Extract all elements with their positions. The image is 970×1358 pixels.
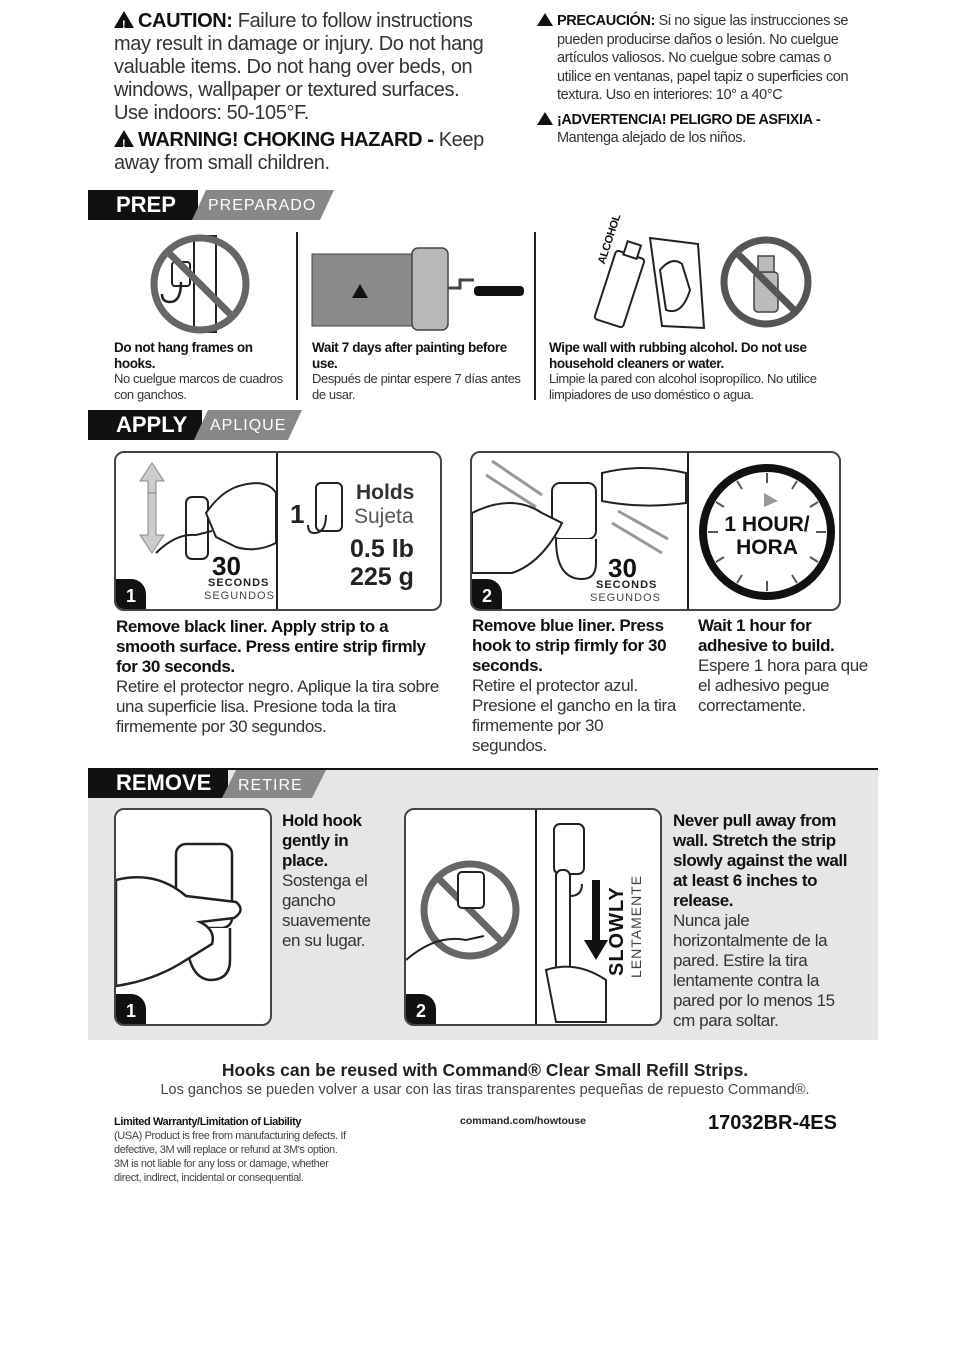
caution-english: CAUTION: Failure to follow instructions … — [114, 10, 514, 175]
warning-triangle-icon — [537, 13, 553, 26]
hook-icon — [307, 482, 343, 535]
remove-step1-en: Hold hook gently in place. — [282, 811, 362, 870]
prep-caption-2: Wait 7 days after painting before use. D… — [312, 340, 524, 402]
warning-triangle-icon — [114, 130, 134, 156]
step-number: 1 — [116, 579, 146, 609]
strip-count: 1 — [290, 499, 305, 529]
hold-hook-illustration — [116, 842, 242, 988]
step-number: 2 — [472, 579, 502, 609]
prep-caption-en: Wait 7 days after painting before use. — [312, 340, 507, 371]
reuse-english: Hooks can be reused with Command® Clear … — [221, 1060, 749, 1080]
apply-wait-es: Espere 1 hora para que el adhesivo pegue… — [698, 656, 868, 715]
apply-step2-panel: 30 SECONDS SEGUNDOS 2 1 HOUR/ HORA — [470, 451, 841, 611]
advertencia-heading: ¡ADVERTENCIA! PELIGRO DE ASFIXIA - — [557, 111, 821, 128]
weight-g: 225 g — [350, 563, 414, 591]
prep-caption-en: Do not hang frames on hooks. — [114, 340, 253, 371]
precaucion-heading: PRECAUCIÓN: — [557, 13, 655, 29]
remove-title: REMOVE — [116, 770, 212, 795]
warning-text: Keep away from small children. — [114, 129, 484, 174]
divider — [534, 232, 536, 400]
apply-step1-text: Remove black liner. Apply strip to a smo… — [116, 617, 446, 737]
remove-step1-panel: 1 — [114, 808, 272, 1026]
prep-caption-es: Después de pintar espere 7 días antes de… — [312, 371, 521, 402]
remove-top-rule — [88, 768, 878, 770]
remove-header: REMOVE — [88, 768, 228, 798]
step-number: 1 — [116, 994, 146, 1024]
prep-subtitle: PREPARADO — [192, 190, 334, 220]
stretch-strip-illustration — [406, 810, 608, 1024]
remove-step1-text: Hold hook gently in place. Sostenga el g… — [282, 811, 392, 951]
seconds-label-es: SEGUNDOS — [204, 590, 275, 602]
seconds-label-en: SECONDS — [596, 579, 658, 591]
apply-step2-en: Remove blue liner. Press hook to strip f… — [472, 616, 667, 675]
seconds-label-en: SECONDS — [208, 577, 270, 589]
website-url: command.com/howtouse — [460, 1115, 587, 1127]
prep-caption-es: No cuelgue marcos de cuadros con ganchos… — [114, 371, 283, 402]
warning-triangle-icon — [537, 111, 553, 125]
apply-wait-text: Wait 1 hour for adhesive to build. Esper… — [698, 616, 873, 716]
seconds-number: 30 — [608, 553, 637, 583]
holds-es: Sujeta — [354, 505, 414, 528]
seconds-label-es: SEGUNDOS — [590, 592, 661, 604]
apply-wait-en: Wait 1 hour for adhesive to build. — [698, 616, 835, 655]
caution-heading: CAUTION: — [138, 10, 233, 32]
slowly-en: SLOWLY — [606, 886, 628, 976]
slowly-es: LENTAMENTE — [628, 874, 644, 978]
precaucion-text: Si no sigue las instrucciones se pueden … — [557, 13, 849, 103]
clock-icon — [699, 464, 835, 600]
advertencia-paragraph: ¡ADVERTENCIA! PELIGRO DE ASFIXIA - Mante… — [537, 111, 867, 148]
clock-line1: 1 HOUR/ — [724, 513, 810, 536]
step-number: 2 — [406, 994, 436, 1024]
apply-step2-es: Retire el protector azul. Presione el ga… — [472, 676, 676, 755]
press-strip-illustration — [139, 453, 278, 609]
caution-indoor: Use indoors: 50-105°F. — [114, 102, 309, 124]
prep-header: PREP — [88, 190, 198, 220]
warning-heading: WARNING! CHOKING HAZARD - — [138, 129, 434, 151]
product-code: 17032BR-4ES — [708, 1112, 837, 1134]
warning-triangle-icon — [114, 11, 134, 37]
prep-caption-en: Wipe wall with rubbing alcohol. Do not u… — [549, 340, 807, 371]
apply-step1-es: Retire el protector negro. Aplique la ti… — [116, 677, 439, 736]
caution-text: Failure to follow instructions may resul… — [114, 10, 484, 101]
apply-subtitle: APLIQUE — [194, 410, 302, 440]
remove-step1-es: Sostenga el gancho suavemente en su luga… — [282, 871, 371, 950]
holds-en: Holds — [356, 481, 415, 504]
remove-step2-panel: SLOWLY LENTAMENTE 2 — [404, 808, 662, 1026]
prep-caption-1: Do not hang frames on hooks. No cuelgue … — [114, 340, 284, 402]
apply-title: APPLY — [116, 412, 188, 437]
alcohol-wipe-icon — [593, 236, 812, 330]
apply-step1-en: Remove black liner. Apply strip to a smo… — [116, 617, 426, 676]
warning-paragraph: WARNING! CHOKING HAZARD - Keep away from… — [114, 129, 514, 175]
press-hook-illustration — [472, 453, 689, 609]
precaucion-paragraph: PRECAUCIÓN: Si no sigue las instruccione… — [537, 12, 867, 105]
prep-caption-3: Wipe wall with rubbing alcohol. Do not u… — [549, 340, 849, 402]
paint-roller-icon — [311, 247, 524, 331]
advertencia-text: Mantenga alejado de los niños. — [557, 130, 746, 146]
clock-line2: HORA — [736, 536, 798, 559]
warranty-text: (USA) Product is free from manufacturing… — [114, 1130, 346, 1184]
remove-step2-es: Nunca jale horizontalmente de la pared. … — [673, 911, 835, 1030]
remove-step2-en: Never pull away from wall. Stretch the s… — [673, 811, 848, 910]
warranty-title: Limited Warranty/Limitation of Liability — [114, 1116, 302, 1128]
prep-title: PREP — [116, 192, 176, 217]
warranty: Limited Warranty/Limitation of Liability… — [114, 1115, 349, 1185]
caution-spanish: PRECAUCIÓN: Si no sigue las instruccione… — [537, 12, 867, 148]
no-frames-on-hooks-icon — [150, 234, 250, 334]
seconds-number: 30 — [212, 551, 241, 581]
remove-step2-text: Never pull away from wall. Stretch the s… — [673, 811, 853, 1031]
apply-header: APPLY — [88, 410, 202, 440]
caution-paragraph: CAUTION: Failure to follow instructions … — [114, 10, 514, 102]
clock-text: 1 HOUR/ HORA — [708, 513, 826, 559]
divider — [296, 232, 298, 400]
weight-lb: 0.5 lb — [350, 535, 414, 563]
apply-step2-text: Remove blue liner. Press hook to strip f… — [472, 616, 682, 756]
apply-step1-panel: 30 SECONDS SEGUNDOS 1 1 Holds Sujeta 0.5… — [114, 451, 442, 611]
reuse-spanish: Los ganchos se pueden volver a usar con … — [160, 1082, 810, 1098]
prep-caption-es: Limpie la pared con alcohol isopropílico… — [549, 371, 817, 402]
remove-subtitle: RETIRE — [222, 770, 326, 798]
